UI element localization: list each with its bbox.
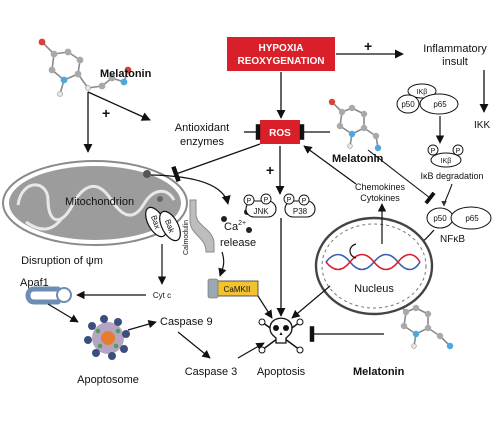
ikk-label: IKK — [474, 120, 490, 131]
calmodulin-shape — [189, 199, 215, 253]
dna-helix — [325, 253, 421, 271]
melatonin-label-bottom: Melatonin — [353, 366, 405, 378]
arrow-calmodulin-to-camkii — [218, 251, 227, 277]
mito-dot-2 — [157, 196, 163, 202]
jnk-p2: P — [264, 197, 269, 204]
ikb-degradation-label: IκB degradation — [420, 171, 483, 181]
mitochondrion — [2, 160, 188, 246]
jnk-kinase — [243, 193, 277, 218]
skull-crossbones-icon — [258, 317, 304, 354]
cytokines-label: Cytokines — [360, 193, 400, 203]
arrow-caspase3-to-apoptosis — [237, 342, 265, 359]
arrow-apaf1-to-apoptosome — [47, 303, 79, 323]
arrow-mito-to-calcium — [150, 174, 231, 205]
camkii-label: CaMKII — [224, 285, 251, 294]
jnk-label: JNK — [253, 207, 269, 216]
inhibit-ros-to-mitochondrion — [171, 143, 261, 183]
bak-protein — [159, 210, 181, 242]
antioxidant-line1: Antioxidant — [175, 122, 229, 134]
bax-label: Bax — [149, 214, 162, 230]
ikb-phospho — [427, 144, 464, 168]
ikb-label-mid: IKβ — [441, 158, 452, 165]
apoptosis-label: Apoptosis — [257, 366, 306, 378]
melatonin-label-middle: Melatonin — [332, 153, 384, 165]
ikbp-p1: P — [431, 148, 436, 155]
hypoxia-line2: REOXYGENATION — [237, 56, 324, 67]
hypoxia-reoxygenation-box — [227, 37, 335, 71]
plus-sign-hypoxia: + — [364, 38, 372, 54]
p38-p1: P — [287, 197, 292, 204]
p65-label-nfkb: p65 — [465, 214, 479, 223]
jnk-p1: P — [247, 198, 252, 205]
apaf1-label: Apaf1 — [20, 277, 49, 289]
p38-p2: P — [302, 198, 307, 205]
line-melatonin-to-antioxidant — [87, 91, 151, 121]
cytc-label: Cyt c — [153, 291, 171, 300]
mrna-loop — [349, 243, 357, 259]
ikb-label-top: IKβ — [417, 89, 428, 96]
ikbp-p2: P — [456, 148, 461, 155]
ros-box — [260, 120, 300, 144]
arrow-camkii-to-apoptosis — [257, 295, 273, 319]
inflammatory-line1: Inflammatory — [423, 43, 487, 55]
apaf1-protein — [25, 286, 61, 305]
camkii-cap — [207, 278, 219, 299]
calcium-dot-1 — [221, 216, 227, 222]
arrow-chemokines-to-ros — [303, 145, 357, 185]
p50-label-top: p50 — [401, 100, 415, 109]
apoptosome-label: Apoptosome — [77, 374, 139, 386]
nucleus-label: Nucleus — [354, 283, 394, 295]
arrow-degradation-to-nfkb — [441, 183, 453, 207]
inflammatory-line2: insult — [442, 56, 468, 68]
ros-label: ROS — [269, 128, 291, 139]
caspase9-label: Caspase 9 — [160, 316, 213, 328]
nucleus-inner — [321, 223, 427, 309]
plus-sign-melatonin: + — [102, 105, 110, 121]
melatonin-label-top: Melatonin — [100, 68, 152, 80]
hypoxia-line1: HYPOXIA — [258, 43, 303, 54]
melatonin-molecule-middle — [328, 98, 382, 152]
inhibit-melatonin-to-nfkb — [367, 149, 436, 205]
p50-label-nfkb: p50 — [433, 214, 447, 223]
p65-label-top: p65 — [433, 100, 447, 109]
disruption-label: Disruption of ψm — [21, 255, 103, 267]
melatonin-molecule-top-left — [38, 38, 132, 97]
nfkb-complex — [426, 206, 492, 230]
antioxidant-line2: enzymes — [180, 136, 225, 148]
calmodulin-label: Calmodulin — [183, 220, 190, 255]
ca-release-ion: Ca2+ — [224, 220, 246, 233]
apoptosome-complex — [84, 315, 130, 360]
mitochondrion-label: Mitochondrion — [65, 196, 134, 208]
arrow-apoptosome-to-caspase9 — [127, 320, 157, 331]
plus-sign-ros: + — [266, 162, 274, 178]
arrow-nucleus-to-apoptosis — [291, 285, 331, 319]
p38-label: P38 — [293, 207, 308, 216]
chemokines-label: Chemokines — [355, 182, 406, 192]
ikk-complex-top — [396, 83, 459, 115]
p38-kinase — [283, 193, 316, 218]
calcium-dot-3 — [246, 227, 252, 233]
arrow-caspase9-to-caspase3 — [177, 331, 211, 359]
caspase3-label: Caspase 3 — [185, 366, 238, 378]
mito-dot-1 — [143, 170, 151, 178]
nfkb-label: NFκB — [440, 234, 465, 245]
apaf1-ball — [56, 287, 72, 303]
ca-release-word: release — [220, 237, 256, 249]
